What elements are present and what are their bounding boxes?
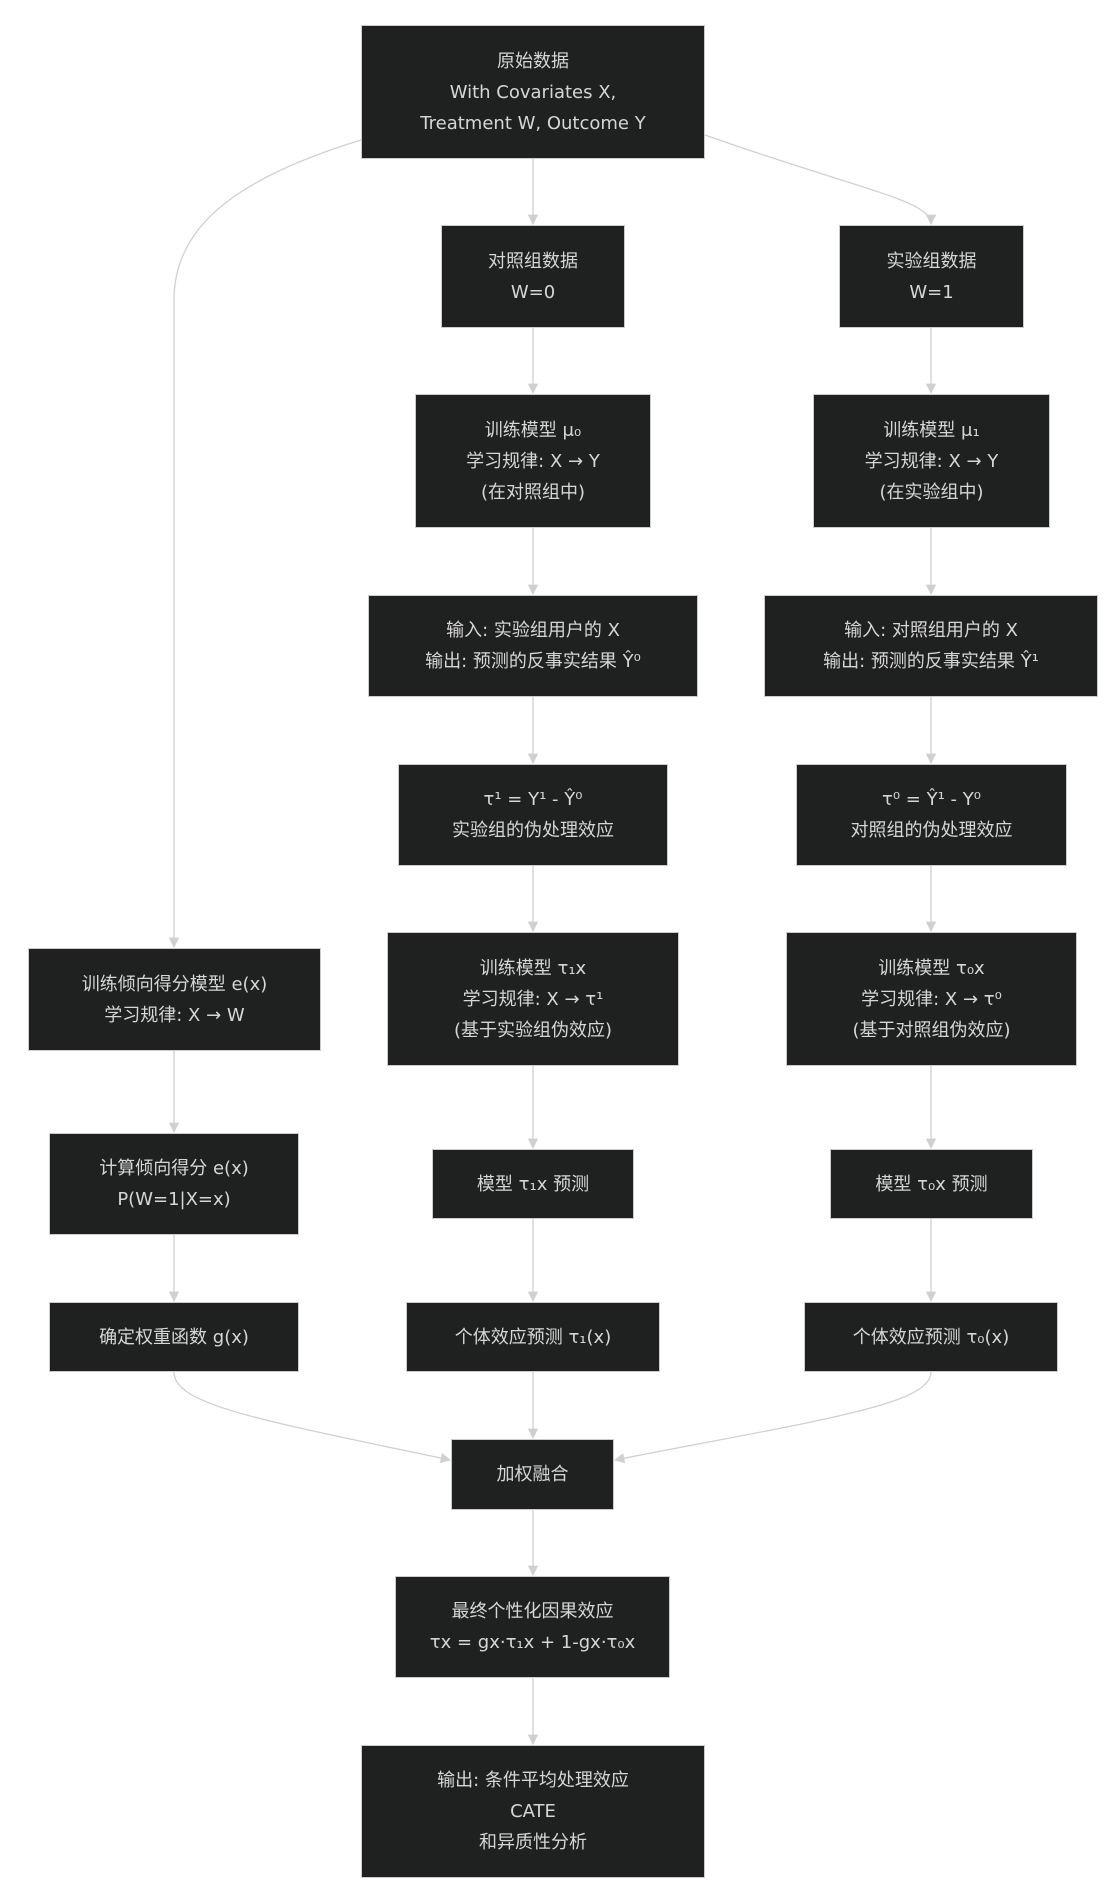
node-text: 计算倾向得分 e(x) <box>99 1158 249 1179</box>
node-text: 最终个性化因果效应 <box>451 1601 614 1622</box>
node-raw-data[interactable]: 原始数据 With Covariates X, Treatment W, Out… <box>361 25 705 159</box>
node-train-mu0[interactable]: 训练模型 μ₀ 学习规律: X → Y (在对照组中) <box>415 394 651 528</box>
node-text: 输出: 预测的反事实结果 Ŷ¹ <box>823 651 1039 672</box>
node-text: 学习规律: X → τ⁰ <box>861 988 1002 1010</box>
node-text: 学习规律: X → W <box>104 1004 245 1026</box>
node-predict-tau0x[interactable]: 模型 τ₀x 预测 <box>830 1149 1033 1219</box>
node-text: 确定权重函数 g(x) <box>99 1326 249 1348</box>
node-text: W=1 <box>909 281 954 303</box>
node-text: 学习规律: X → Y <box>466 450 600 472</box>
node-text: 输入: 对照组用户的 X <box>844 620 1018 641</box>
node-text: 模型 τ₁x 预测 <box>476 1173 590 1195</box>
node-text: (在实验组中) <box>879 481 984 503</box>
node-text: 个体效应预测 τ₀(x) <box>852 1326 1010 1348</box>
node-text: W=0 <box>510 281 556 303</box>
node-text: 训练模型 μ₁ <box>883 419 980 441</box>
node-text: 对照组的伪处理效应 <box>850 820 1013 841</box>
node-text: 输出: 条件平均处理效应 <box>437 1770 629 1791</box>
edge-raw-propensity <box>168 139 362 949</box>
edge-raw-treatment <box>704 134 937 226</box>
node-weight-function[interactable]: 确定权重函数 g(x) <box>49 1302 299 1372</box>
node-predict-y0[interactable]: 输入: 实验组用户的 X 输出: 预测的反事实结果 Ŷ⁰ <box>368 595 698 697</box>
node-text: 输出: 预测的反事实结果 Ŷ⁰ <box>425 651 641 672</box>
node-text: 原始数据 <box>497 50 569 72</box>
node-train-tau0x[interactable]: 训练模型 τ₀x 学习规律: X → τ⁰ (基于对照组伪效应) <box>786 932 1077 1066</box>
node-text: 学习规律: X → τ¹ <box>462 988 604 1010</box>
node-text: 个体效应预测 τ₁(x) <box>454 1326 612 1348</box>
node-predict-y1[interactable]: 输入: 对照组用户的 X 输出: 预测的反事实结果 Ŷ¹ <box>764 595 1098 697</box>
node-text: Treatment W, Outcome Y <box>420 112 646 134</box>
node-train-mu1[interactable]: 训练模型 μ₁ 学习规律: X → Y (在实验组中) <box>813 394 1050 528</box>
node-weighted-merge[interactable]: 加权融合 <box>451 1439 614 1510</box>
node-individual-tau0[interactable]: 个体效应预测 τ₀(x) <box>804 1302 1058 1372</box>
node-text: (基于实验组伪效应) <box>453 1019 613 1041</box>
node-text: τ¹ = Y¹ - Ŷ⁰ <box>483 789 583 810</box>
node-text: 训练模型 τ₀x <box>878 957 985 979</box>
node-final-effect[interactable]: 最终个性化因果效应 τx = gx·τ₁x + 1-gx·τ₀x <box>395 1576 670 1678</box>
node-text: P(W=1|X=x) <box>117 1189 231 1210</box>
node-text: With Covariates X, <box>449 81 617 103</box>
node-train-propensity[interactable]: 训练倾向得分模型 e(x) 学习规律: X → W <box>28 948 321 1051</box>
node-text: (基于对照组伪效应) <box>852 1019 1011 1041</box>
node-text: 模型 τ₀x 预测 <box>875 1173 988 1195</box>
node-text: 对照组数据 <box>488 250 578 272</box>
node-text: 和异质性分析 <box>479 1832 587 1853</box>
node-text: τx = gx·τ₁x + 1-gx·τ₀x <box>429 1632 636 1653</box>
node-text: 训练模型 μ₀ <box>484 419 582 441</box>
edge-weight-merge <box>173 1371 452 1464</box>
node-individual-tau1[interactable]: 个体效应预测 τ₁(x) <box>406 1302 660 1372</box>
node-text: 实验组数据 <box>886 250 977 272</box>
node-text: CATE <box>510 1801 556 1822</box>
node-text: 实验组的伪处理效应 <box>452 820 614 841</box>
node-predict-tau1x[interactable]: 模型 τ₁x 预测 <box>432 1149 634 1219</box>
node-output[interactable]: 输出: 条件平均处理效应 CATE 和异质性分析 <box>361 1745 705 1878</box>
node-compute-propensity[interactable]: 计算倾向得分 e(x) P(W=1|X=x) <box>49 1133 299 1235</box>
node-tau1-pseudo[interactable]: τ¹ = Y¹ - Ŷ⁰ 实验组的伪处理效应 <box>398 764 668 866</box>
node-text: 学习规律: X → Y <box>864 450 999 472</box>
node-train-tau1x[interactable]: 训练模型 τ₁x 学习规律: X → τ¹ (基于实验组伪效应) <box>387 932 679 1066</box>
node-text: 输入: 实验组用户的 X <box>446 620 620 641</box>
node-text: (在对照组中) <box>480 481 586 503</box>
node-text: τ⁰ = Ŷ¹ - Y⁰ <box>882 789 981 810</box>
edge-indiv0-merge <box>613 1371 932 1464</box>
node-treatment-data[interactable]: 实验组数据 W=1 <box>839 225 1024 328</box>
node-control-data[interactable]: 对照组数据 W=0 <box>441 225 625 328</box>
node-text: 训练模型 τ₁x <box>479 957 587 979</box>
node-text: 加权融合 <box>496 1464 569 1485</box>
node-tau0-pseudo[interactable]: τ⁰ = Ŷ¹ - Y⁰ 对照组的伪处理效应 <box>796 764 1067 866</box>
node-text: 训练倾向得分模型 e(x) <box>81 973 268 995</box>
